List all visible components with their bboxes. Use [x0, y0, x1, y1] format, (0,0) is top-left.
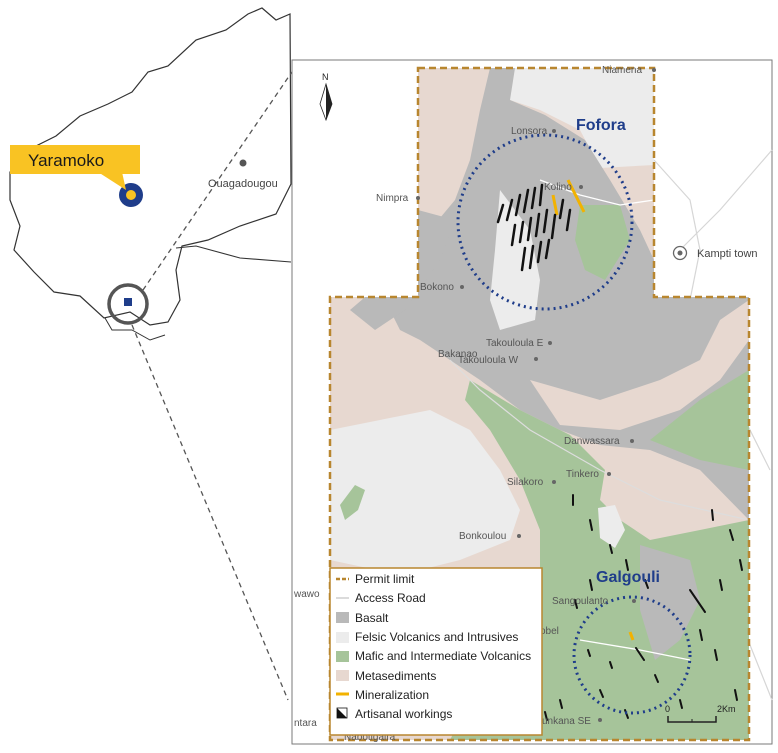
project-location-ring	[107, 283, 149, 325]
place-kolino: Kolino	[544, 182, 572, 193]
capital-label: Ouagadougou	[208, 178, 278, 190]
felsic-unit-north	[510, 68, 654, 168]
legend-road-label: Access Road	[355, 591, 426, 605]
place-bonkoulou: Bonkoulou	[459, 531, 506, 542]
country-overview: Yaramoko Ouagadougou	[9, 7, 297, 701]
felsic-unit-galgouli	[598, 505, 625, 548]
access-road-galgouli	[579, 639, 691, 661]
scale-zero: 0	[665, 704, 670, 714]
mafic-islet	[340, 485, 365, 520]
neighbour-border	[175, 245, 292, 263]
place-tobel: obel	[540, 626, 559, 637]
mineralization-fofora-1	[566, 179, 586, 213]
metasediment-band	[530, 300, 749, 430]
place-takouloula-e: Takouloula E	[486, 338, 544, 349]
mafic-unit-east	[650, 370, 749, 470]
yaramoko-callout-label: Yaramoko	[28, 151, 104, 170]
scale-end: 2Km	[717, 704, 736, 714]
capital-dot	[239, 159, 247, 167]
mineralization-galgouli	[628, 631, 635, 641]
zoom-line-top	[142, 65, 297, 291]
access-road-fofora	[539, 179, 655, 206]
access-road-main	[449, 359, 749, 521]
place-sangoulanto: Sangoulanto	[552, 596, 609, 607]
yaramoko-marker-inner	[126, 190, 136, 200]
place-nabotigaira: Nabotigaira	[344, 732, 396, 743]
place-danwassara: Danwassara	[564, 436, 620, 447]
yaramoko-callout-box	[10, 145, 140, 174]
galgouli-label: Galgouli	[596, 569, 660, 586]
legend-felsic-label: Felsic Volcanics and Intrusives	[355, 630, 518, 644]
legend-mafic-swatch	[336, 651, 349, 662]
legend-basalt-swatch	[336, 612, 349, 623]
place-lonsora: Lonsora	[511, 126, 548, 137]
fofora-label: Fofora	[576, 117, 626, 134]
galgouli-target-circle	[572, 595, 692, 715]
country-border	[9, 7, 292, 326]
place-tinkero: Tinkero	[566, 469, 599, 480]
felsic-unit-west	[330, 410, 520, 575]
place-nimpra: Nimpra	[376, 193, 409, 204]
place-kampti: Kampti town	[697, 248, 758, 260]
permit-limit	[328, 66, 751, 742]
mineralization-fofora-2	[551, 194, 559, 216]
fofora-target-circle	[456, 133, 634, 311]
legend-metasediments-label: Metasediments	[355, 669, 436, 683]
artisanal-workings-fofora	[496, 183, 572, 272]
place-silakoro: Silakoro	[507, 477, 544, 488]
mafic-unit-fofora	[575, 205, 630, 280]
legend-box	[329, 567, 543, 736]
geology-map: Fofora Galgouli N Kampti town Niamena Lo…	[291, 59, 773, 745]
callout-pointer	[98, 172, 126, 190]
place-dots	[416, 68, 656, 722]
legend-basalt-label: Basalt	[355, 611, 389, 625]
legend-mineralization-label: Mineralization	[355, 688, 429, 702]
legend: Permit limit Access Road Basalt Felsic V…	[329, 567, 543, 736]
neighbour-border-south	[104, 317, 166, 341]
project-location-marker	[124, 298, 132, 306]
place-ntara: ntara	[294, 718, 317, 729]
north-label: N	[322, 72, 329, 82]
legend-metasediments-swatch	[336, 670, 349, 681]
place-bokono: Bokono	[420, 282, 454, 293]
legend-mafic-label: Mafic and Intermediate Volcanics	[355, 649, 531, 663]
legend-artisanal-label: Artisanal workings	[355, 707, 452, 721]
legend-permit-label: Permit limit	[355, 572, 415, 586]
felsic-unit-central	[490, 190, 540, 330]
place-bakanao: Bakanao	[438, 349, 478, 360]
legend-artisanal-symbol	[336, 707, 348, 719]
place-niamena: Niamena	[602, 65, 642, 76]
geology-units	[330, 68, 749, 740]
north-arrow-icon: N	[319, 72, 333, 122]
basalt-unit-galgouli	[640, 545, 700, 660]
access-road-ne	[679, 149, 773, 251]
place-wawo: wawo	[293, 589, 320, 600]
zoom-line-bottom	[131, 324, 289, 701]
place-takouloula-w: Takouloula W	[458, 355, 519, 366]
scale-bar: 0 2Km	[665, 704, 736, 723]
kampti-marker-dot	[677, 250, 683, 256]
legend-felsic-swatch	[336, 632, 349, 643]
place-tunkana: unkana SE	[542, 716, 591, 727]
